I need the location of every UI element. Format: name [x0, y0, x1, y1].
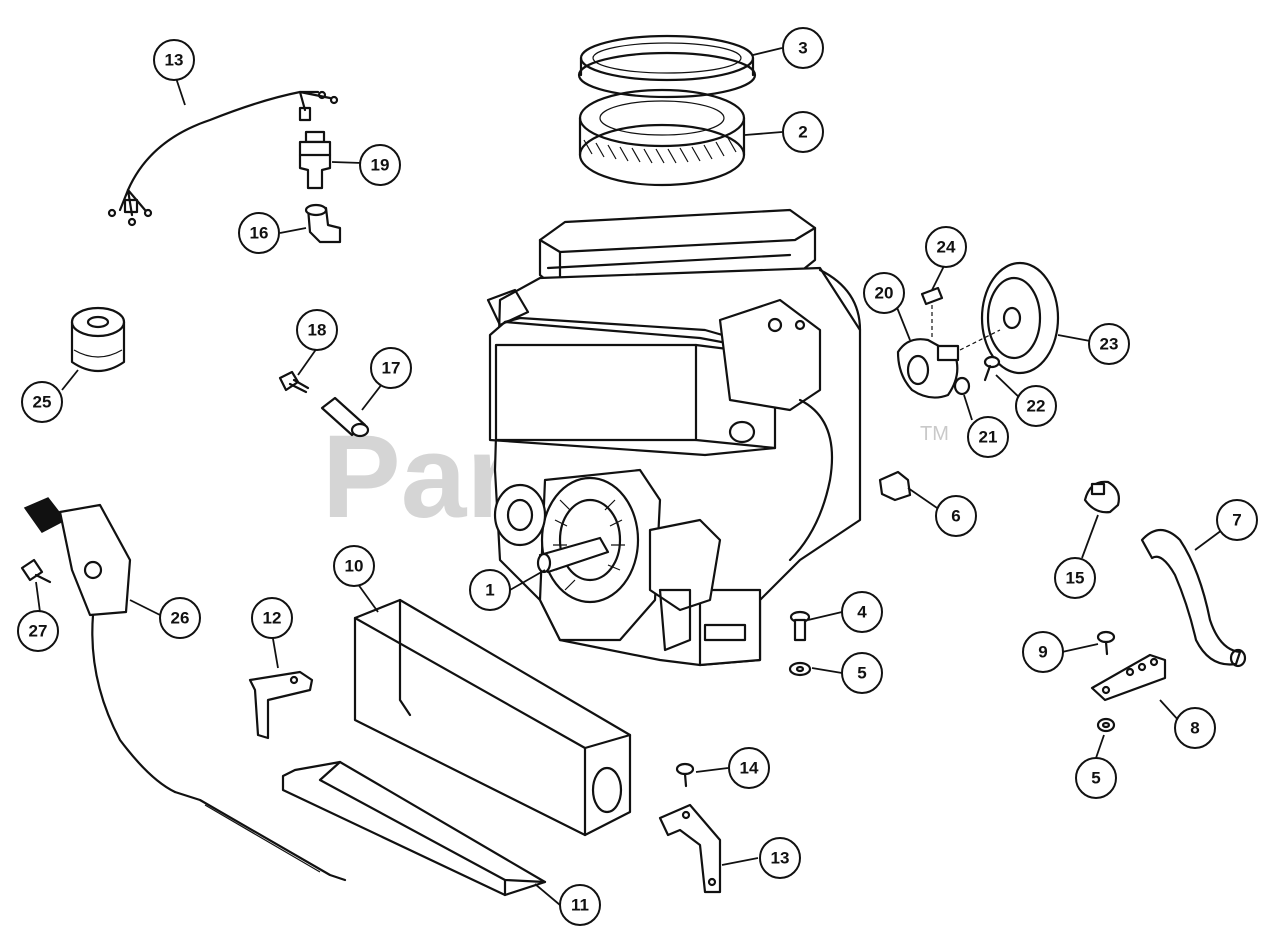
part-shroud-10	[353, 598, 632, 837]
callout-11: 11	[559, 884, 601, 926]
callout-13-bottom: 13	[759, 837, 801, 879]
callout-7: 7	[1216, 499, 1258, 541]
callout-10: 10	[333, 545, 375, 587]
callout-20: 20	[863, 272, 905, 314]
callout-27: 27	[17, 610, 59, 652]
part-bracket-13	[658, 803, 722, 894]
callout-7-label: 7	[1232, 511, 1241, 530]
callout-13-top-label: 13	[165, 51, 184, 70]
part-screw-27	[20, 558, 52, 584]
callout-20-label: 20	[875, 284, 894, 303]
callout-5-right: 5	[1075, 757, 1117, 799]
part-engine	[486, 208, 862, 667]
part-screw-22	[983, 355, 1001, 382]
part-screw-9	[1096, 630, 1116, 656]
callout-13-bottom-label: 13	[771, 849, 790, 868]
part-oil-pressure-switch	[298, 130, 332, 190]
callout-5-right-label: 5	[1091, 769, 1100, 788]
callouts: 3 2 1 4 5 5 6 7 8 9 10 11 12 13 13 14 15…	[17, 27, 1258, 926]
callout-5-center-label: 5	[857, 664, 866, 683]
part-air-filter	[578, 88, 746, 187]
callout-6-label: 6	[951, 507, 960, 526]
callout-3-label: 3	[798, 39, 807, 58]
callout-24-label: 24	[937, 238, 956, 257]
callout-24: 24	[925, 226, 967, 268]
part-hub-20	[896, 338, 960, 399]
callout-18-label: 18	[308, 321, 327, 340]
part-baffle-11	[281, 760, 547, 897]
part-washer-21	[953, 376, 971, 396]
callout-19: 19	[359, 144, 401, 186]
callout-25: 25	[21, 381, 63, 423]
part-nut-5-center	[788, 661, 812, 677]
callout-25-label: 25	[33, 393, 52, 412]
callout-12: 12	[251, 597, 293, 639]
part-tube-17	[320, 396, 370, 438]
part-key-24	[920, 286, 944, 340]
callout-18: 18	[296, 309, 338, 351]
callout-3: 3	[782, 27, 824, 69]
part-bracket-8	[1090, 653, 1167, 702]
part-oil-filter	[70, 306, 126, 373]
callout-1-label: 1	[485, 581, 494, 600]
callout-10-label: 10	[345, 557, 364, 576]
callout-8: 8	[1174, 707, 1216, 749]
part-throttle-control	[23, 497, 347, 882]
part-clip-6	[878, 470, 912, 502]
part-wire-harness	[107, 90, 339, 227]
callout-15: 15	[1054, 557, 1096, 599]
part-bracket-12	[248, 670, 314, 740]
callout-6: 6	[935, 495, 977, 537]
callout-23: 23	[1088, 323, 1130, 365]
callout-17-label: 17	[382, 359, 401, 378]
part-bolt-18	[278, 370, 310, 394]
part-hose-clamp-15	[1083, 480, 1120, 514]
part-air-cleaner-cover	[577, 34, 757, 99]
part-hose-7	[1140, 528, 1247, 668]
part-nut-5-right	[1096, 717, 1116, 733]
callout-8-label: 8	[1190, 719, 1199, 738]
watermark-trademark: TM	[920, 423, 949, 445]
callout-19-label: 19	[371, 156, 390, 175]
callout-16: 16	[238, 212, 280, 254]
callout-14-label: 14	[740, 759, 759, 778]
callout-21-label: 21	[979, 428, 998, 447]
callout-12-label: 12	[263, 609, 282, 628]
callout-2-label: 2	[798, 123, 807, 142]
callout-22-label: 22	[1027, 397, 1046, 416]
callout-17: 17	[370, 347, 412, 389]
callout-4: 4	[841, 591, 883, 633]
callout-22: 22	[1015, 385, 1057, 427]
part-pulley-23	[959, 261, 1060, 375]
callout-21: 21	[967, 416, 1009, 458]
callout-9: 9	[1022, 631, 1064, 673]
callout-2: 2	[782, 111, 824, 153]
callout-27-label: 27	[29, 622, 48, 641]
callout-11-label: 11	[571, 896, 589, 915]
callout-13-top: 13	[153, 39, 195, 81]
callout-26: 26	[159, 597, 201, 639]
callout-15-label: 15	[1066, 569, 1085, 588]
callout-4-label: 4	[857, 603, 867, 622]
callout-23-label: 23	[1100, 335, 1119, 354]
callout-16-label: 16	[250, 224, 269, 243]
callout-26-label: 26	[171, 609, 190, 628]
callout-1: 1	[469, 569, 511, 611]
callout-5-center: 5	[841, 652, 883, 694]
callout-14: 14	[728, 747, 770, 789]
part-screw-14	[675, 762, 695, 788]
part-bolt-4	[789, 610, 811, 642]
callout-9-label: 9	[1038, 643, 1047, 662]
part-elbow-fitting	[304, 203, 342, 244]
